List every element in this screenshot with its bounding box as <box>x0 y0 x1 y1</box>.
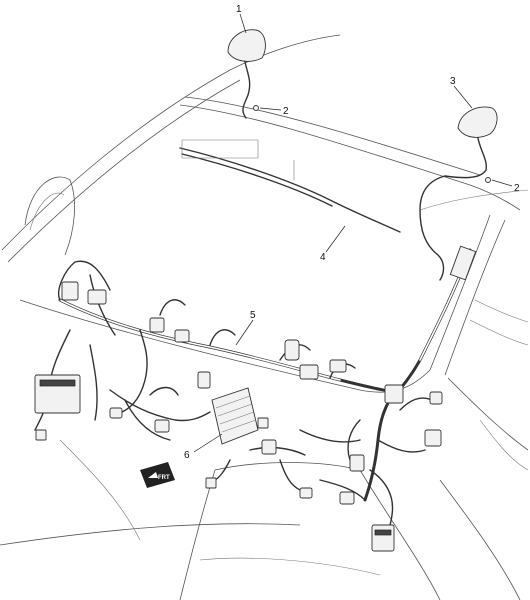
instrument-panel-harness <box>34 260 397 441</box>
callout-6: 6 <box>184 450 190 461</box>
callout-3: 3 <box>450 76 456 87</box>
callout-2-rear: 2 <box>514 183 520 194</box>
callout-2-front: 2 <box>283 106 289 117</box>
roof-antenna-rear <box>444 106 498 183</box>
vehicle-body-outline <box>0 34 529 600</box>
front-direction-label: FRT <box>158 475 170 481</box>
callout-leaders <box>193 13 513 453</box>
right-side-harness <box>205 384 443 552</box>
callout-1: 1 <box>236 4 242 15</box>
front-direction-badge: FRT <box>140 462 175 488</box>
roof-antenna-front <box>227 29 266 119</box>
callouts: 1 2 2 3 4 5 6 <box>184 4 520 461</box>
callout-5: 5 <box>250 310 256 321</box>
a-pillar-harness <box>388 245 477 402</box>
callout-4: 4 <box>320 252 326 263</box>
antenna-cable-harness <box>179 139 446 281</box>
control-module <box>211 387 269 445</box>
